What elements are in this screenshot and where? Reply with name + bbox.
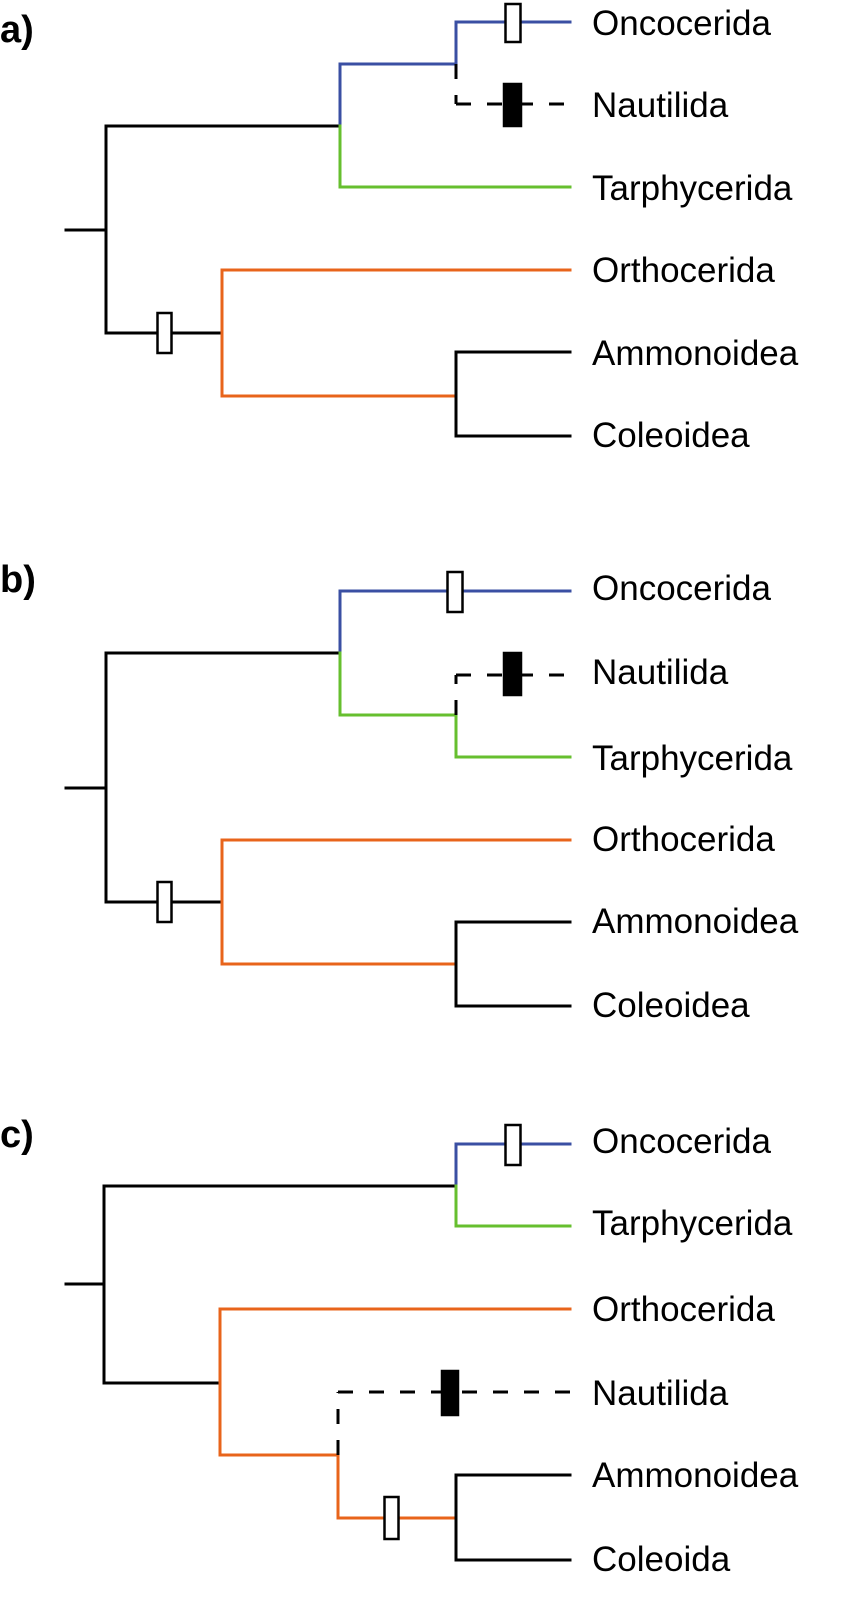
open-bar-marker [156, 311, 173, 355]
green-branches [338, 124, 572, 189]
ammonoid-coleoid-branches [454, 920, 572, 1008]
ammonoid-coleoid-branches [454, 1473, 572, 1562]
panel-c: c) Oncocerida Tarphycerida Orthocerida N… [0, 1114, 799, 1579]
solid-bar-marker [502, 651, 523, 697]
taxon-label: Ammonoidea [592, 1456, 799, 1495]
taxon-label: Oncocerida [592, 569, 772, 608]
taxon-label: Coleoida [592, 1540, 731, 1579]
taxon-label: Nautilida [592, 1374, 729, 1413]
orange-branches [220, 268, 572, 398]
tree-branches [64, 20, 572, 438]
taxon-label: Nautilida [592, 653, 729, 692]
panel-b: b) Oncocerida Nautilida Tarphycerida Ort… [0, 559, 799, 1025]
backbone-branches [64, 1184, 458, 1385]
dashed-branch [454, 673, 570, 715]
open-bar-marker [504, 1123, 522, 1167]
taxon-label: Ammonoidea [592, 902, 799, 941]
taxon-label: Nautilida [592, 86, 729, 125]
taxon-label: Orthocerida [592, 820, 775, 859]
backbone-branches [64, 124, 342, 335]
open-bar-marker [156, 880, 173, 924]
solid-bar-marker [440, 1369, 460, 1417]
orange-branches [220, 838, 572, 966]
taxon-label: Tarphycerida [592, 1204, 793, 1243]
open-bar-marker [504, 2, 522, 44]
panel-label: c) [0, 1114, 34, 1156]
taxon-label: Tarphycerida [592, 739, 793, 778]
dashed-branch [336, 1390, 570, 1455]
open-bar-marker [383, 1495, 400, 1541]
solid-bar-marker [502, 82, 523, 128]
orange-branches [218, 1307, 572, 1520]
panel-label: a) [0, 9, 34, 51]
panel-a: a) Oncocerida Nautilida Tarphycerida Ort… [0, 2, 799, 455]
panel-label: b) [0, 559, 36, 601]
taxon-label: Tarphycerida [592, 169, 793, 208]
taxon-label: Oncocerida [592, 1122, 772, 1161]
taxon-label: Orthocerida [592, 251, 775, 290]
backbone-branches [64, 651, 342, 904]
taxon-label: Oncocerida [592, 4, 772, 43]
taxon-label: Orthocerida [592, 1290, 775, 1329]
green-branches [338, 651, 572, 759]
taxon-label: Coleoidea [592, 986, 750, 1025]
open-bar-marker [446, 570, 464, 614]
tree-branches [64, 1142, 572, 1562]
taxon-label: Coleoidea [592, 416, 750, 455]
blue-branches [338, 20, 572, 128]
tree-branches [64, 589, 572, 1008]
taxon-label: Ammonoidea [592, 334, 799, 373]
ammonoid-coleoid-branches [454, 350, 572, 438]
green-branches [454, 1184, 572, 1228]
dashed-branch [454, 64, 570, 106]
